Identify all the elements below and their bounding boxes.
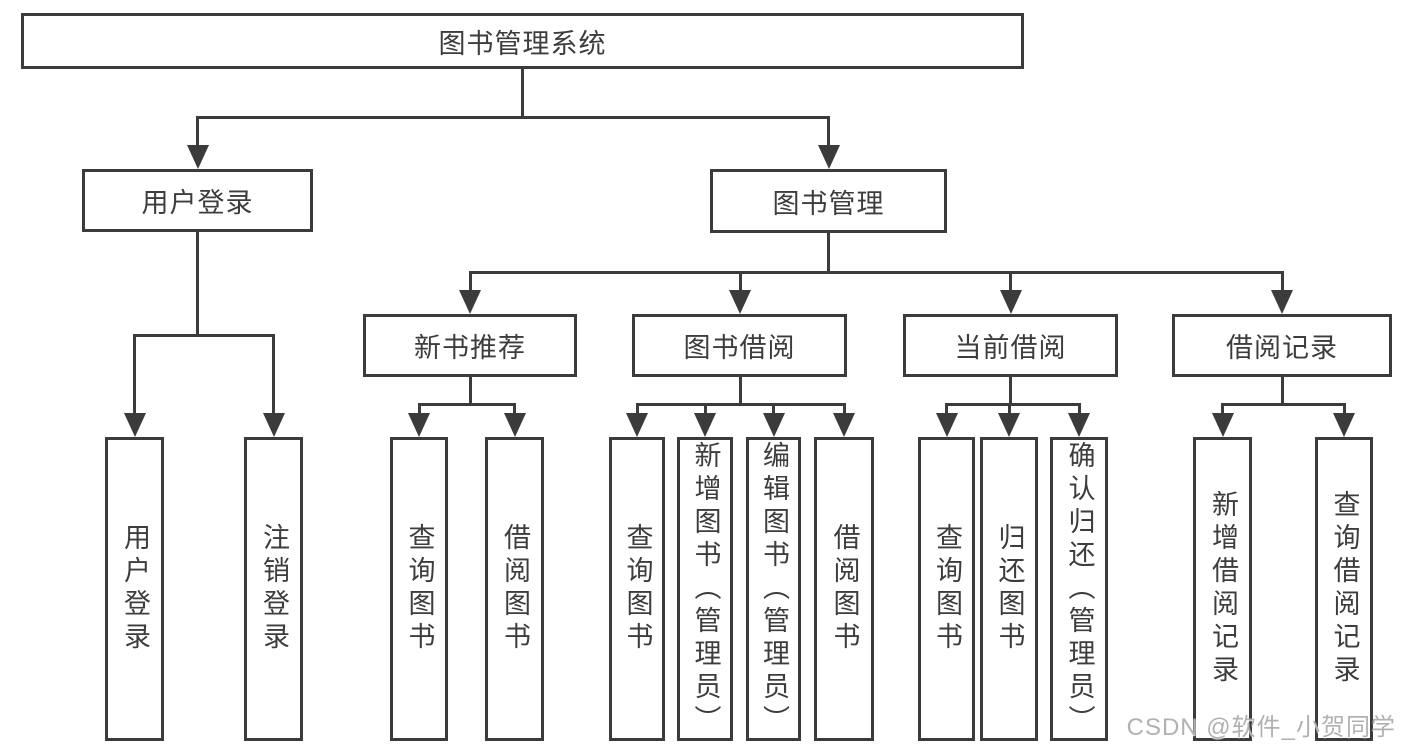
- arrowhead-down-icon: [503, 413, 526, 437]
- node-library-system: 图书管理系统: [21, 13, 1024, 69]
- node-label: 确认归还（管理员）: [1064, 440, 1095, 738]
- arrowhead-down-icon: [1211, 413, 1234, 437]
- arrowhead-down-icon: [694, 413, 716, 437]
- leaf-query-books-3: 查询图书: [918, 437, 975, 741]
- connector-line: [196, 115, 830, 119]
- arrowhead-down-icon: [935, 413, 958, 437]
- node-current-borrow: 当前借阅: [903, 314, 1118, 377]
- node-label: 编辑图书（管理员）: [759, 440, 789, 738]
- connector-line: [635, 402, 846, 406]
- connector-line: [827, 233, 830, 274]
- node-label: 注销登录: [259, 523, 289, 655]
- node-label: 图书管理: [772, 188, 885, 219]
- connector-line: [513, 404, 516, 415]
- connector-line: [133, 335, 136, 415]
- connector-line: [1221, 404, 1224, 415]
- arrowhead-down-icon: [999, 290, 1022, 314]
- connector-line: [1280, 377, 1284, 406]
- node-label: 查询图书: [622, 523, 653, 655]
- leaf-query-borrow-record: 查询借阅记录: [1315, 437, 1373, 741]
- arrowhead-down-icon: [817, 145, 840, 169]
- arrowhead-down-icon: [729, 290, 751, 314]
- node-label: 用户登录: [141, 188, 254, 218]
- node-user-login: 用户登录: [82, 169, 313, 232]
- node-label: 借阅图书: [500, 523, 530, 655]
- connector-line: [703, 404, 707, 415]
- connector-line: [1009, 272, 1012, 292]
- leaf-confirm-return-admin: 确认归还（管理员）: [1050, 437, 1108, 741]
- connector-line: [635, 404, 639, 415]
- connector-line: [842, 404, 846, 415]
- connector-line: [738, 377, 742, 406]
- connector-line: [1077, 404, 1081, 415]
- arrowhead-down-icon: [123, 413, 146, 437]
- leaf-user-login: 用户登录: [105, 437, 164, 741]
- node-label: 查询图书: [404, 523, 435, 655]
- connector-line: [738, 272, 742, 292]
- node-new-book-recommend: 新书推荐: [363, 314, 577, 377]
- arrowhead-down-icon: [1333, 413, 1355, 437]
- leaf-add-books-admin: 新增图书（管理员）: [677, 437, 733, 741]
- connector-line: [196, 117, 199, 147]
- connector-line: [520, 69, 524, 118]
- node-book-borrow: 图书借阅: [632, 314, 847, 377]
- node-label: 查询图书: [932, 523, 962, 655]
- arrowhead-down-icon: [459, 290, 481, 314]
- node-label: 图书管理系统: [438, 28, 607, 59]
- leaf-borrow-books-2: 借阅图书: [814, 437, 874, 741]
- leaf-query-books-2: 查询图书: [609, 437, 665, 741]
- connector-line: [1007, 404, 1011, 415]
- leaf-borrow-books-1: 借阅图书: [485, 437, 544, 741]
- node-label: 新增借阅记录: [1208, 490, 1238, 688]
- node-label: 查询借阅记录: [1329, 490, 1360, 688]
- csdn-watermark: CSDN @软件_小贺同学: [1126, 714, 1396, 741]
- connector-line: [1342, 404, 1346, 415]
- connector-line: [1009, 377, 1012, 406]
- connector-line: [196, 232, 199, 337]
- connector-line: [945, 402, 1081, 406]
- connector-line: [1221, 402, 1346, 406]
- connector-line: [272, 335, 275, 415]
- node-label: 归还图书: [994, 523, 1025, 655]
- arrowhead-down-icon: [1068, 413, 1090, 437]
- connector-line: [468, 377, 472, 406]
- connector-line: [417, 402, 516, 406]
- node-label: 借阅图书: [829, 523, 860, 655]
- arrowhead-down-icon: [998, 413, 1020, 437]
- connector-line: [945, 404, 948, 415]
- connector-line: [468, 270, 1284, 274]
- arrowhead-down-icon: [626, 413, 648, 437]
- node-label: 当前借阅: [954, 333, 1067, 363]
- connector-line: [133, 333, 275, 337]
- node-label: 新增图书（管理员）: [690, 440, 721, 738]
- connector-line: [417, 404, 421, 415]
- arrowhead-down-icon: [262, 413, 285, 437]
- leaf-return-books: 归还图书: [980, 437, 1038, 741]
- arrowhead-down-icon: [1271, 290, 1293, 314]
- arrowhead-down-icon: [408, 413, 430, 437]
- node-label: 用户登录: [120, 523, 150, 655]
- arrowhead-down-icon: [186, 145, 209, 169]
- leaf-edit-books-admin: 编辑图书（管理员）: [746, 437, 801, 741]
- arrowhead-down-icon: [762, 413, 785, 437]
- connector-line: [1280, 272, 1284, 292]
- arrowhead-down-icon: [833, 413, 855, 437]
- leaf-add-borrow-record: 新增借阅记录: [1193, 437, 1252, 741]
- node-label: 新书推荐: [414, 333, 526, 363]
- node-label: 借阅记录: [1226, 333, 1338, 363]
- connector-line: [468, 272, 472, 292]
- leaf-logout-login: 注销登录: [244, 437, 303, 741]
- leaf-query-books-1: 查询图书: [390, 437, 448, 741]
- node-label: 图书借阅: [683, 333, 796, 363]
- connector-line: [827, 117, 830, 147]
- node-borrow-records: 借阅记录: [1172, 314, 1392, 377]
- node-book-management: 图书管理: [710, 169, 947, 233]
- connector-line: [772, 404, 775, 415]
